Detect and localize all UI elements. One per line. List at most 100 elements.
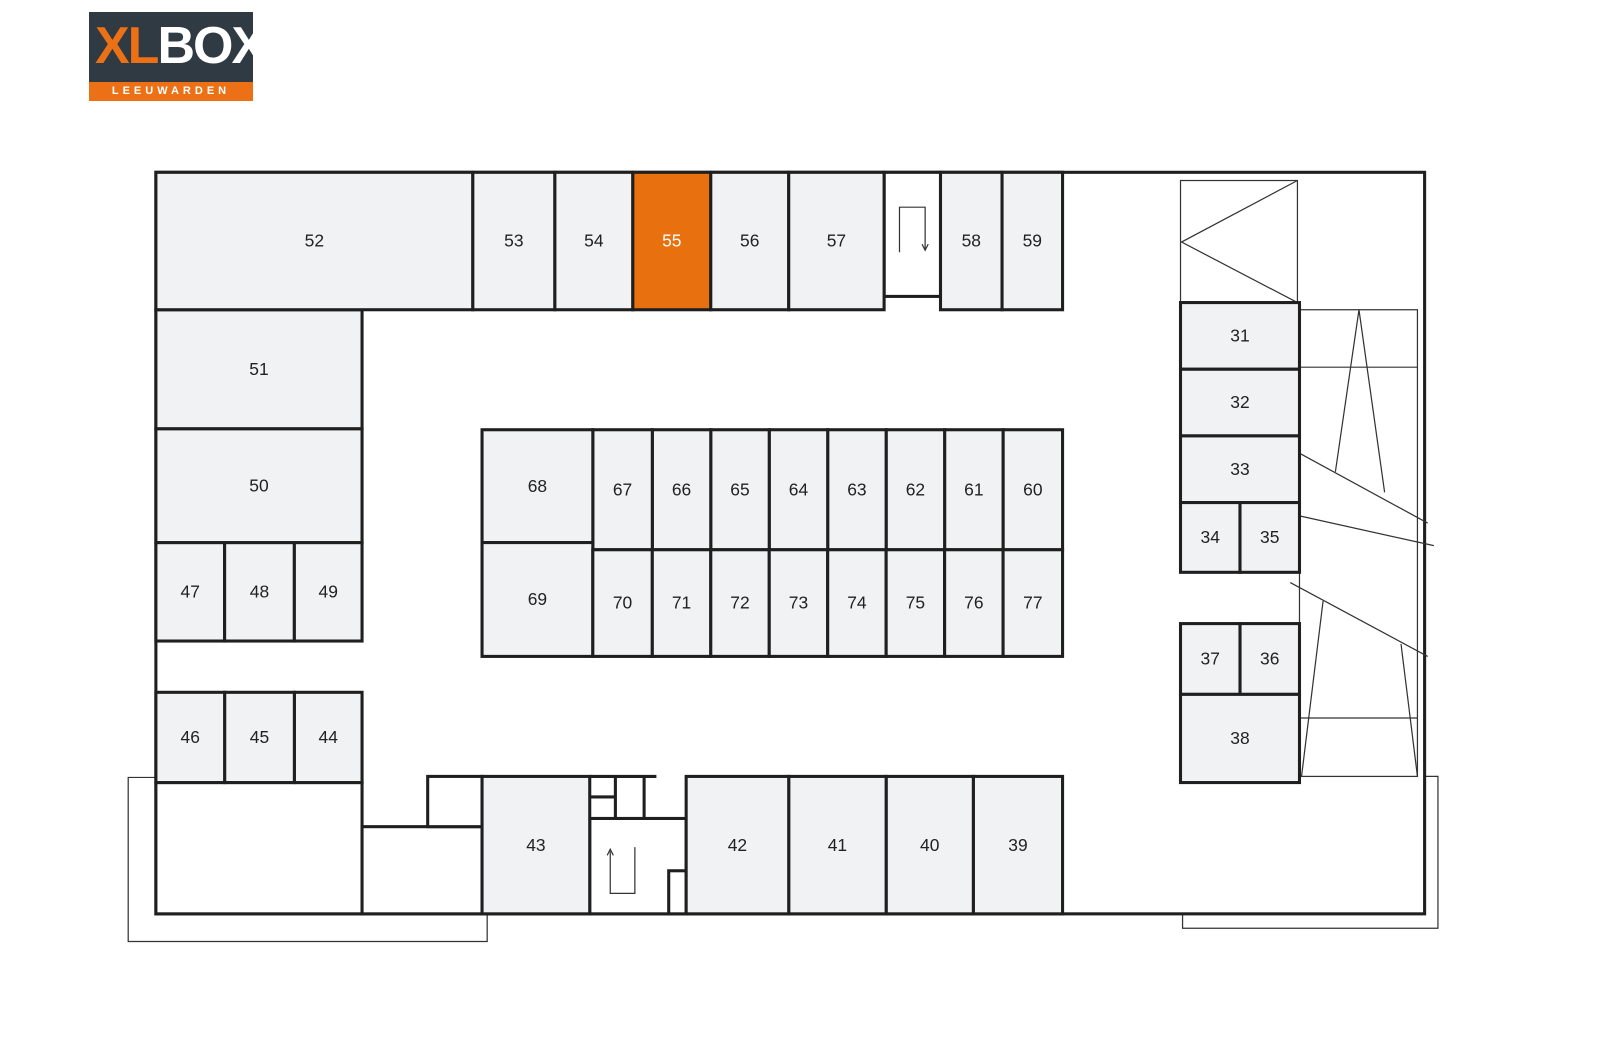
storage-unit-33[interactable]: 33 — [1178, 434, 1302, 505]
unit-box[interactable] — [1000, 170, 1065, 312]
storage-unit-57[interactable]: 57 — [787, 170, 886, 312]
unit-box[interactable] — [292, 541, 364, 643]
storage-unit-58[interactable]: 58 — [938, 170, 1004, 312]
storage-unit-36[interactable]: 36 — [1238, 622, 1302, 696]
unit-box[interactable] — [650, 428, 713, 552]
unit-box[interactable] — [884, 548, 947, 658]
unit-box[interactable] — [884, 774, 975, 916]
storage-unit-53[interactable]: 53 — [471, 170, 557, 312]
storage-unit-76[interactable]: 76 — [943, 548, 1005, 658]
storage-unit-66[interactable]: 66 — [650, 428, 713, 552]
unit-number: 51 — [249, 359, 268, 379]
storage-unit-44[interactable]: 44 — [292, 690, 364, 785]
unit-box[interactable] — [1001, 548, 1065, 658]
unit-box[interactable] — [709, 548, 771, 658]
unit-number: 46 — [181, 727, 200, 747]
storage-unit-63[interactable]: 63 — [826, 428, 888, 552]
unit-box[interactable] — [480, 541, 595, 658]
unit-box[interactable] — [650, 548, 713, 658]
storage-unit-64[interactable]: 64 — [767, 428, 830, 552]
unit-box[interactable] — [1178, 692, 1302, 785]
unit-box-highlighted[interactable] — [631, 170, 713, 312]
storage-unit-32[interactable]: 32 — [1178, 367, 1302, 438]
logo-xl: XL — [95, 17, 159, 75]
storage-unit-46[interactable]: 46 — [154, 690, 227, 785]
storage-unit-51[interactable]: 51 — [154, 308, 364, 431]
unit-box[interactable] — [154, 690, 227, 785]
storage-unit-62[interactable]: 62 — [884, 428, 947, 552]
storage-unit-75[interactable]: 75 — [884, 548, 947, 658]
storage-unit-54[interactable]: 54 — [553, 170, 635, 312]
unit-number: 40 — [920, 835, 940, 855]
storage-unit-39[interactable]: 39 — [971, 774, 1065, 916]
unit-box[interactable] — [480, 774, 592, 916]
unit-number: 65 — [730, 479, 749, 499]
storage-unit-71[interactable]: 71 — [650, 548, 713, 658]
unit-box[interactable] — [154, 427, 364, 545]
logo-wordmark: XLBOX — [95, 14, 266, 78]
unit-box[interactable] — [684, 774, 791, 916]
unit-box[interactable] — [943, 428, 1005, 552]
unit-number: 57 — [827, 231, 846, 251]
stairwell-top — [882, 170, 943, 298]
storage-unit-60[interactable]: 60 — [1001, 428, 1065, 552]
storage-unit-37[interactable]: 37 — [1178, 622, 1242, 696]
unit-box[interactable] — [826, 548, 888, 658]
unit-number: 61 — [964, 479, 983, 499]
unit-box[interactable] — [971, 774, 1065, 916]
unit-number: 54 — [584, 231, 604, 251]
unit-number: 73 — [789, 593, 808, 613]
unit-number: 58 — [962, 231, 981, 251]
storage-unit-55[interactable]: 55 — [631, 170, 713, 312]
storage-unit-61[interactable]: 61 — [943, 428, 1005, 552]
storage-unit-52[interactable]: 52 — [154, 170, 475, 312]
storage-unit-45[interactable]: 45 — [223, 690, 296, 785]
storage-unit-38[interactable]: 38 — [1178, 692, 1302, 785]
storage-unit-69[interactable]: 69 — [480, 541, 595, 658]
storage-unit-56[interactable]: 56 — [709, 170, 791, 312]
storage-unit-74[interactable]: 74 — [826, 548, 888, 658]
storage-unit-48[interactable]: 48 — [223, 541, 296, 643]
storage-unit-67[interactable]: 67 — [591, 428, 654, 552]
storage-unit-40[interactable]: 40 — [884, 774, 975, 916]
unit-number: 67 — [613, 479, 632, 499]
unit-box[interactable] — [480, 428, 595, 545]
unit-box[interactable] — [826, 428, 888, 552]
unit-box[interactable] — [884, 428, 947, 552]
unit-box[interactable] — [1178, 367, 1302, 438]
storage-unit-43[interactable]: 43 — [480, 774, 592, 916]
storage-unit-41[interactable]: 41 — [787, 774, 888, 916]
unit-number: 47 — [181, 581, 200, 601]
storage-unit-65[interactable]: 65 — [709, 428, 771, 552]
unit-number: 66 — [672, 479, 691, 499]
storage-unit-50[interactable]: 50 — [154, 427, 364, 545]
unit-box[interactable] — [591, 548, 654, 658]
unit-box[interactable] — [709, 170, 791, 312]
storage-unit-68[interactable]: 68 — [480, 428, 595, 545]
unit-number: 74 — [847, 593, 867, 613]
storage-unit-70[interactable]: 70 — [591, 548, 654, 658]
unit-number: 56 — [740, 231, 759, 251]
storage-unit-59[interactable]: 59 — [1000, 170, 1065, 312]
unit-box[interactable] — [1238, 501, 1302, 574]
storage-unit-49[interactable]: 49 — [292, 541, 364, 643]
unit-box[interactable] — [154, 170, 475, 312]
unit-number: 59 — [1023, 231, 1042, 251]
storage-unit-77[interactable]: 77 — [1001, 548, 1065, 658]
storage-unit-35[interactable]: 35 — [1238, 501, 1302, 574]
unit-box[interactable] — [1178, 301, 1302, 371]
unit-number: 55 — [662, 231, 681, 251]
storage-unit-34[interactable]: 34 — [1178, 501, 1242, 574]
unit-box[interactable] — [787, 170, 886, 312]
storage-unit-72[interactable]: 72 — [709, 548, 771, 658]
storage-unit-47[interactable]: 47 — [154, 541, 227, 643]
unit-box[interactable] — [223, 690, 296, 785]
storage-unit-73[interactable]: 73 — [767, 548, 830, 658]
unit-number: 48 — [250, 581, 269, 601]
storage-unit-42[interactable]: 42 — [684, 774, 791, 916]
storage-unit-31[interactable]: 31 — [1178, 301, 1302, 371]
unit-number: 32 — [1230, 392, 1249, 412]
unit-box[interactable] — [154, 308, 364, 431]
unit-box[interactable] — [591, 428, 654, 552]
